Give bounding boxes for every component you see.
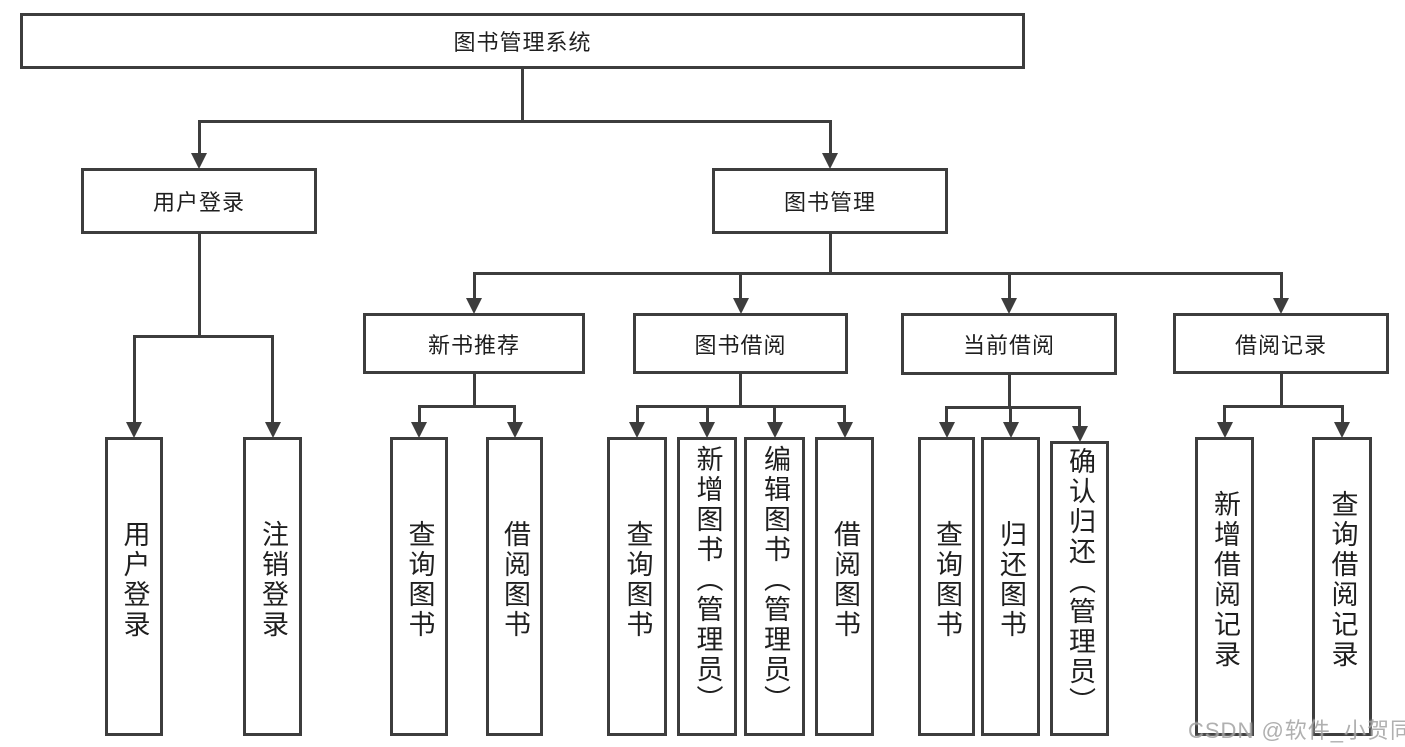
connector-drop-leaf-query-books-3 [945, 406, 948, 424]
node-label-book-management: 图书管理 [783, 190, 876, 215]
arrowhead-down-icon-leaf-add-borrow-record [1216, 422, 1233, 438]
node-label-book-borrowing: 图书借阅 [694, 332, 787, 358]
node-label-root: 图书管理系统 [453, 30, 592, 55]
arrowhead-down-icon-leaf-add-books-admin [699, 422, 715, 438]
node-leaf-borrow-books-2: 借阅图书 [815, 437, 874, 736]
connector-stem-root [521, 69, 524, 123]
node-label-leaf-confirm-return-admin: 确认归还（管理员） [1065, 446, 1095, 717]
connector-drop-new-book-recommend [472, 272, 476, 300]
node-leaf-return-books: 归还图书 [981, 437, 1040, 736]
connector-stem-user-login-group [197, 234, 201, 338]
node-new-book-recommend: 新书推荐 [363, 313, 585, 374]
node-label-user-login-group: 用户登录 [152, 190, 245, 215]
arrowhead-down-icon-leaf-logout [264, 422, 281, 438]
connector-drop-book-management [828, 120, 832, 155]
node-label-current-borrowing: 当前借阅 [962, 333, 1055, 358]
connector-rail-root [197, 120, 832, 123]
node-root: 图书管理系统 [20, 13, 1025, 69]
arrowhead-down-icon-leaf-query-books-1 [411, 422, 427, 438]
node-label-leaf-borrow-books-2: 借阅图书 [830, 519, 860, 640]
node-leaf-query-borrow-record: 查询借阅记录 [1312, 437, 1372, 736]
node-leaf-borrow-books-1: 借阅图书 [486, 437, 543, 736]
node-current-borrowing: 当前借阅 [901, 313, 1117, 375]
node-label-leaf-borrow-books-1: 借阅图书 [500, 519, 530, 640]
node-label-leaf-logout: 注销登录 [258, 519, 288, 640]
node-label-leaf-query-borrow-record: 查询借阅记录 [1327, 489, 1358, 670]
arrowhead-down-icon-leaf-borrow-books-2 [836, 422, 853, 438]
connector-drop-leaf-borrow-books-2 [843, 405, 846, 424]
node-borrowing-records: 借阅记录 [1173, 313, 1389, 374]
node-label-leaf-query-books-2: 查询图书 [622, 519, 653, 640]
node-label-leaf-query-books-1: 查询图书 [404, 519, 435, 640]
arrowhead-down-icon-leaf-confirm-return-admin [1071, 426, 1088, 442]
node-leaf-add-books-admin: 新增图书（管理员） [677, 437, 737, 736]
connector-rail-book-management [472, 272, 1283, 275]
arrowhead-down-icon-leaf-return-books [1002, 422, 1019, 438]
node-leaf-user-login: 用户登录 [105, 437, 163, 736]
node-label-leaf-return-books: 归还图书 [996, 519, 1026, 640]
watermark-text: CSDN @软件_小贺同学 [1188, 718, 1405, 743]
node-label-leaf-edit-books-admin: 编辑图书（管理员） [760, 444, 790, 715]
connector-drop-leaf-user-login [132, 335, 136, 424]
connector-drop-leaf-query-books-1 [417, 405, 421, 424]
node-leaf-query-books-3: 查询图书 [918, 437, 975, 736]
node-label-borrowing-records: 借阅记录 [1234, 332, 1327, 358]
connector-drop-leaf-return-books [1009, 406, 1012, 424]
connector-rail-user-login-group [132, 335, 274, 338]
arrowhead-down-icon-new-book-recommend [466, 298, 482, 314]
connector-rail-book-borrowing [635, 405, 846, 408]
node-label-new-book-recommend: 新书推荐 [427, 332, 520, 358]
connector-stem-borrowing-records [1279, 374, 1283, 408]
node-label-leaf-query-books-3: 查询图书 [932, 519, 962, 640]
connector-drop-leaf-confirm-return-admin [1078, 406, 1081, 428]
arrowhead-down-icon-leaf-query-borrow-record [1334, 422, 1350, 438]
arrowhead-down-icon-leaf-borrow-books-1 [506, 422, 523, 438]
connector-drop-book-borrowing [739, 272, 742, 300]
node-leaf-edit-books-admin: 编辑图书（管理员） [744, 437, 805, 736]
connector-stem-book-management [828, 234, 832, 275]
arrowhead-down-icon-user-login-group [191, 153, 207, 169]
connector-rail-current-borrowing [945, 406, 1081, 409]
connector-rail-new-book-recommend [417, 405, 516, 408]
arrowhead-down-icon-leaf-user-login [126, 422, 142, 438]
node-leaf-confirm-return-admin: 确认归还（管理员） [1050, 441, 1109, 736]
arrowhead-down-icon-book-management [822, 153, 838, 169]
connector-rail-borrowing-records [1223, 405, 1344, 408]
node-label-leaf-add-borrow-record: 新增借阅记录 [1210, 489, 1240, 670]
connector-stem-book-borrowing [739, 374, 742, 408]
arrowhead-down-icon-book-borrowing [732, 298, 749, 314]
node-book-management: 图书管理 [712, 168, 948, 234]
connector-stem-new-book-recommend [472, 374, 476, 408]
node-label-leaf-add-books-admin: 新增图书（管理员） [692, 444, 723, 715]
connector-drop-borrowing-records [1279, 272, 1283, 300]
connector-stem-current-borrowing [1007, 375, 1011, 409]
arrowhead-down-icon-leaf-edit-books-admin [766, 422, 783, 438]
node-leaf-query-books-1: 查询图书 [390, 437, 448, 736]
arrowhead-down-icon-leaf-query-books-3 [938, 422, 955, 438]
connector-drop-leaf-add-books-admin [705, 405, 709, 424]
connector-drop-leaf-logout [271, 335, 274, 424]
arrowhead-down-icon-leaf-query-books-2 [629, 422, 645, 438]
node-book-borrowing: 图书借阅 [633, 313, 848, 374]
arrowhead-down-icon-borrowing-records [1273, 298, 1289, 314]
node-leaf-query-books-2: 查询图书 [607, 437, 667, 736]
connector-drop-leaf-query-borrow-record [1340, 405, 1344, 424]
connector-drop-user-login-group [197, 120, 201, 155]
connector-drop-current-borrowing [1007, 272, 1011, 300]
node-label-leaf-user-login: 用户登录 [119, 519, 150, 640]
arrowhead-down-icon-current-borrowing [1001, 298, 1017, 314]
connector-drop-leaf-query-books-2 [635, 405, 639, 424]
node-leaf-logout: 注销登录 [243, 437, 302, 736]
node-user-login-group: 用户登录 [81, 168, 317, 234]
connector-drop-leaf-borrow-books-1 [513, 405, 516, 424]
connector-drop-leaf-edit-books-admin [773, 405, 776, 424]
node-leaf-add-borrow-record: 新增借阅记录 [1195, 437, 1254, 736]
connector-drop-leaf-add-borrow-record [1223, 405, 1226, 424]
